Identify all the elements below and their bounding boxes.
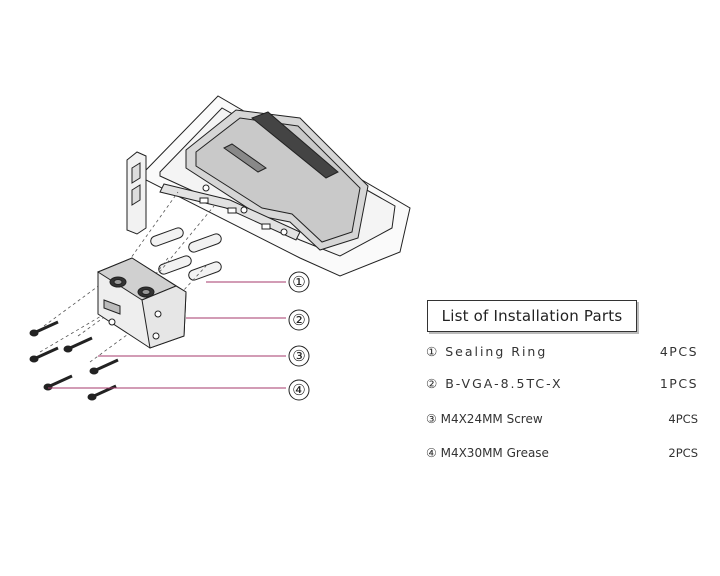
part-number: ① [426, 344, 440, 359]
part-row-screw: ③ M4X24MM Screw 4PCS [426, 412, 698, 430]
part-qty: 1PCS [659, 376, 698, 391]
part-qty: 2PCS [668, 446, 698, 460]
sealing-ring [158, 255, 192, 275]
sealing-ring [150, 227, 184, 247]
part-number: ③ [426, 412, 437, 426]
part-row-water-block: ② B-VGA-8.5TC-X 1PCS [426, 376, 698, 394]
part-number: ④ [426, 446, 437, 460]
callout-2: ② [292, 311, 305, 329]
part-row-grease: ④ M4X30MM Grease 2PCS [426, 446, 698, 464]
callout-3: ③ [292, 347, 305, 365]
part-name: ③ M4X24MM Screw [426, 412, 543, 426]
parts-list-title-box: List of Installation Parts [427, 300, 637, 332]
screw [89, 358, 119, 375]
part-name: ② B-VGA-8.5TC-X [426, 376, 563, 391]
part-row-sealing-ring: ① Sealing Ring 4PCS [426, 344, 698, 362]
water-block [96, 257, 187, 349]
callout-4: ④ [292, 381, 305, 399]
part-qty: 4PCS [659, 344, 698, 359]
part-number: ② [426, 376, 440, 391]
sealing-rings [150, 227, 222, 281]
sealing-ring [188, 261, 222, 281]
leader-lines [48, 281, 286, 389]
parts-list-title: List of Installation Parts [441, 307, 623, 325]
sealing-ring [188, 233, 222, 253]
callout-1: ① [292, 273, 305, 291]
screws [29, 320, 119, 401]
part-qty: 4PCS [668, 412, 698, 426]
screw [29, 346, 59, 363]
part-name: ① Sealing Ring [426, 344, 548, 359]
screw [29, 320, 59, 337]
graphics-card [126, 95, 411, 277]
screw [63, 336, 93, 353]
part-name: ④ M4X30MM Grease [426, 446, 549, 460]
callouts: ① ② ③ ④ [288, 271, 310, 401]
